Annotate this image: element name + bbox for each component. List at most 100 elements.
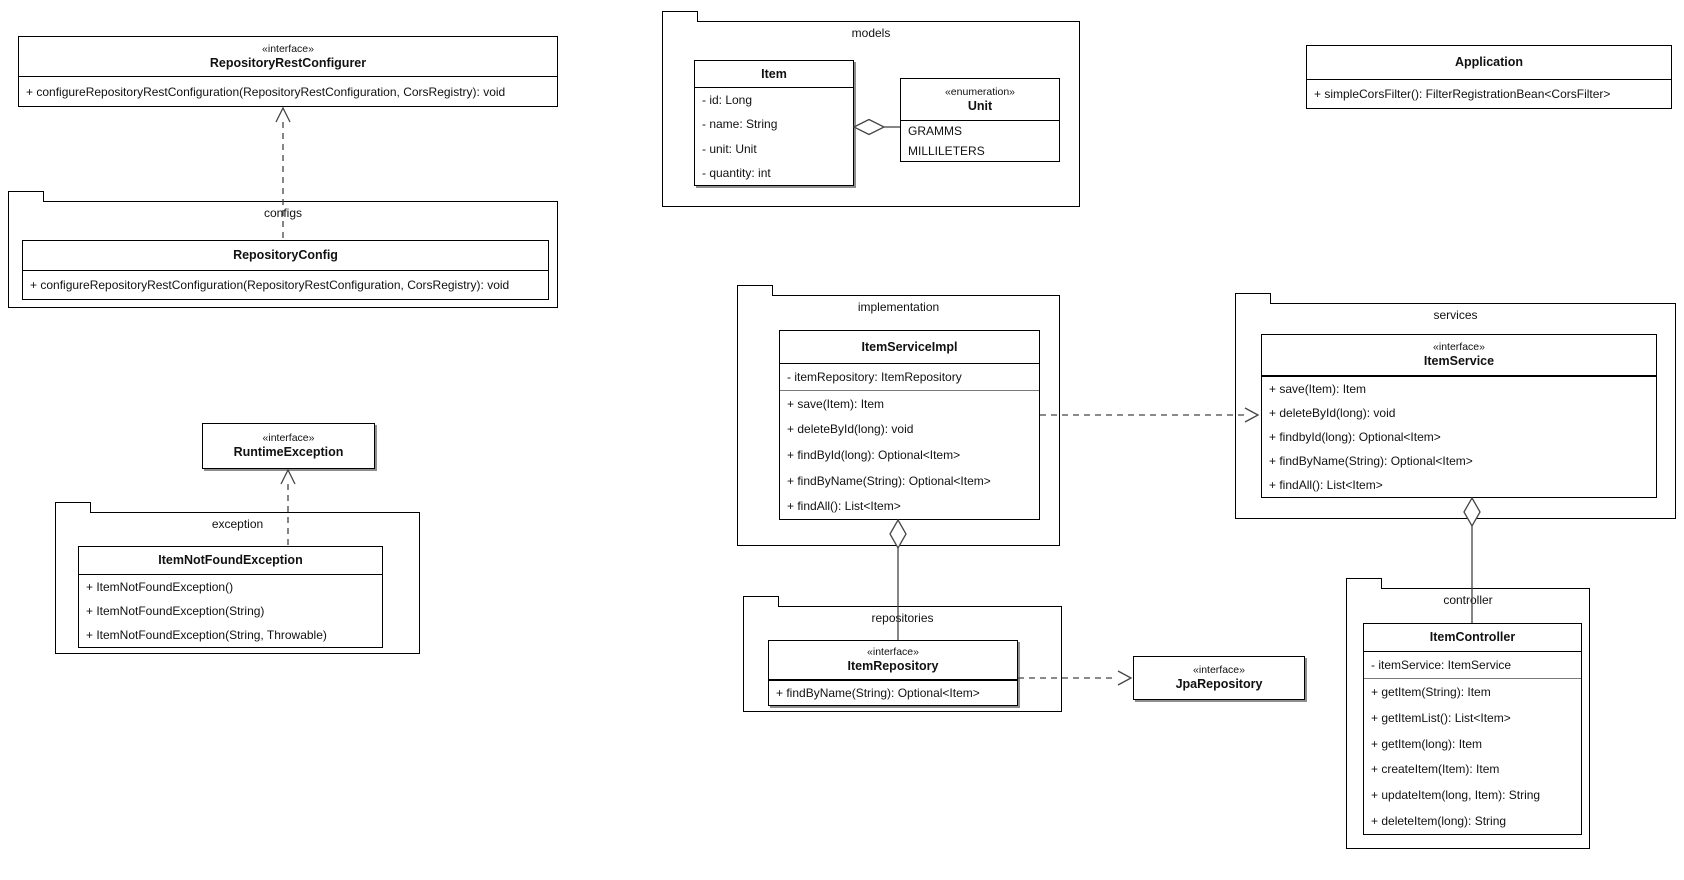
methods-section: + findByName(String): Optional<Item>	[769, 681, 1017, 705]
class-header: «interface» RepositoryRestConfigurer	[19, 37, 557, 77]
class-name: Unit	[967, 98, 993, 113]
stereotype-label: «enumeration»	[944, 85, 1016, 98]
class-name: Item	[761, 66, 787, 81]
member-row: - quantity: int	[702, 165, 771, 180]
member-row: + getItemList(): List<Item>	[1371, 710, 1511, 725]
class-header: ItemServiceImpl	[780, 331, 1039, 364]
member-row: + configureRepositoryRestConfiguration(R…	[26, 84, 506, 99]
methods-section: + ItemNotFoundException() + ItemNotFoundE…	[79, 575, 382, 647]
package-controller[interactable]: controller	[1346, 578, 1590, 849]
package-tab	[662, 11, 698, 22]
member-row: + deleteById(long): void	[1269, 406, 1396, 420]
member-row: + findbyId(long): Optional<Item>	[1269, 430, 1441, 444]
member-row: + findAll(): List<Item>	[1269, 478, 1383, 492]
class-header: ItemController	[1364, 624, 1581, 652]
member-row: + configureRepositoryRestConfiguration(R…	[30, 278, 510, 292]
member-row: + updateItem(long, Item): String	[1371, 788, 1541, 803]
member-row: + deleteById(long): void	[787, 422, 914, 437]
class-item[interactable]: Item - id: Long - name: String - unit: Uni…	[694, 60, 854, 186]
member-row: + ItemNotFoundException()	[86, 580, 234, 594]
stereotype-label: «interface»	[1433, 341, 1485, 353]
package-label: services	[1433, 308, 1478, 322]
class-name: RepositoryConfig	[233, 248, 338, 262]
member-row: + deleteItem(long): String	[1371, 814, 1507, 829]
member-row: + getItem(String): Item	[1371, 684, 1491, 699]
package-label: repositories	[871, 611, 934, 625]
member-row: - unit: Unit	[702, 141, 757, 156]
member-row: + ItemNotFoundException(String)	[86, 604, 265, 618]
interface-item-service[interactable]: «interface» ItemService + save(Item): It…	[1261, 334, 1657, 498]
realization-itemserviceimpl-to-itemservice[interactable]	[1040, 407, 1260, 423]
package-tab	[743, 596, 779, 607]
package-services[interactable]: services	[1235, 293, 1676, 519]
package-label: models	[851, 26, 891, 40]
package-tab	[1346, 578, 1382, 589]
package-tab	[55, 502, 91, 513]
package-tab	[1235, 293, 1271, 304]
class-repository-rest-configurer[interactable]: «interface» RepositoryRestConfigurer + c…	[18, 36, 558, 107]
package-exception[interactable]: exception	[55, 502, 420, 654]
member-row: - id: Long	[702, 93, 753, 108]
methods-section: + configureRepositoryRestConfiguration(R…	[23, 271, 548, 299]
methods-section: + getItem(String): Item + getItemList(): …	[1364, 677, 1581, 834]
class-name: RepositoryRestConfigurer	[209, 55, 367, 70]
member-row: + findAll(): List<Item>	[787, 499, 901, 514]
class-name: ItemRepository	[847, 659, 939, 673]
member-row: + findByName(String): Optional<Item>	[776, 686, 980, 700]
class-item-controller[interactable]: ItemController - itemService: ItemServic…	[1363, 623, 1582, 835]
interface-runtime-exception[interactable]: «interface» RuntimeException	[202, 423, 375, 469]
enum-values-section: GRAMMS MILLILETERS	[901, 121, 1059, 161]
class-header: «interface» JpaRepository	[1134, 657, 1304, 699]
class-item-not-found-exception[interactable]: ItemNotFoundException + ItemNotFoundExce…	[78, 546, 383, 648]
class-header: Item	[695, 61, 853, 88]
interface-jpa-repository[interactable]: «interface» JpaRepository	[1133, 656, 1305, 700]
member-row: + simpleCorsFilter(): FilterRegistration…	[1314, 87, 1611, 101]
interface-item-repository[interactable]: «interface» ItemRepository + findByName(…	[768, 640, 1018, 706]
member-row: + findById(long): Optional<Item>	[787, 447, 961, 462]
class-name: ItemService	[1423, 354, 1495, 368]
class-header: «interface» RuntimeException	[203, 424, 374, 468]
member-row: + save(Item): Item	[1269, 382, 1367, 396]
class-header: «interface» ItemService	[1262, 335, 1656, 377]
member-row: - name: String	[702, 117, 778, 132]
stereotype-label: «interface»	[262, 42, 314, 55]
member-row: MILLILETERS	[908, 144, 985, 158]
class-name: Application	[1454, 55, 1524, 69]
methods-section: + simpleCorsFilter(): FilterRegistration…	[1307, 80, 1671, 108]
class-name: ItemServiceImpl	[861, 339, 958, 354]
methods-section: + save(Item): Item + deleteById(long): vo…	[780, 389, 1039, 519]
class-repository-config[interactable]: RepositoryConfig + configureRepositoryRe…	[22, 240, 549, 300]
methods-section: + configureRepositoryRestConfiguration(R…	[19, 77, 557, 106]
member-row: + getItem(long): Item	[1371, 736, 1483, 751]
class-header: «enumeration» Unit	[901, 79, 1059, 121]
member-row: + findByName(String): Optional<Item>	[787, 473, 991, 488]
class-item-service-impl[interactable]: ItemServiceImpl - itemRepository: ItemRe…	[779, 330, 1040, 520]
member-row: + findByName(String): Optional<Item>	[1269, 454, 1473, 468]
methods-section: + save(Item): Item + deleteById(long): vo…	[1262, 377, 1656, 497]
member-row: GRAMMS	[908, 124, 962, 138]
member-row: + ItemNotFoundException(String, Throwabl…	[86, 628, 327, 642]
package-tab	[737, 285, 773, 296]
class-header: Application	[1307, 46, 1671, 80]
package-repositories[interactable]: repositories	[743, 596, 1062, 712]
package-models[interactable]: models	[662, 11, 1080, 207]
attributes-section: - itemService: ItemService	[1364, 652, 1581, 678]
stereotype-label: «interface»	[867, 646, 919, 658]
class-application[interactable]: Application + simpleCorsFilter(): Filter…	[1306, 45, 1672, 109]
class-header: RepositoryConfig	[23, 241, 548, 271]
member-row: - itemService: ItemService	[1371, 657, 1512, 672]
class-name: JpaRepository	[1175, 677, 1263, 691]
class-name: ItemNotFoundException	[158, 553, 303, 567]
member-row: + createItem(Item): Item	[1371, 762, 1500, 777]
package-label: implementation	[857, 300, 940, 314]
class-header: «interface» ItemRepository	[769, 641, 1017, 681]
package-label: configs	[263, 206, 303, 220]
package-label: exception	[211, 517, 264, 531]
attributes-section: - id: Long - name: String - unit: Unit - qu…	[695, 88, 853, 185]
attributes-section: - itemRepository: ItemRepository	[780, 364, 1039, 390]
package-tab	[8, 191, 44, 202]
class-name: ItemController	[1429, 630, 1516, 644]
member-row: + save(Item): Item	[787, 396, 885, 411]
enum-unit[interactable]: «enumeration» Unit GRAMMS MILLILETERS	[900, 78, 1060, 162]
member-row: - itemRepository: ItemRepository	[787, 369, 962, 384]
